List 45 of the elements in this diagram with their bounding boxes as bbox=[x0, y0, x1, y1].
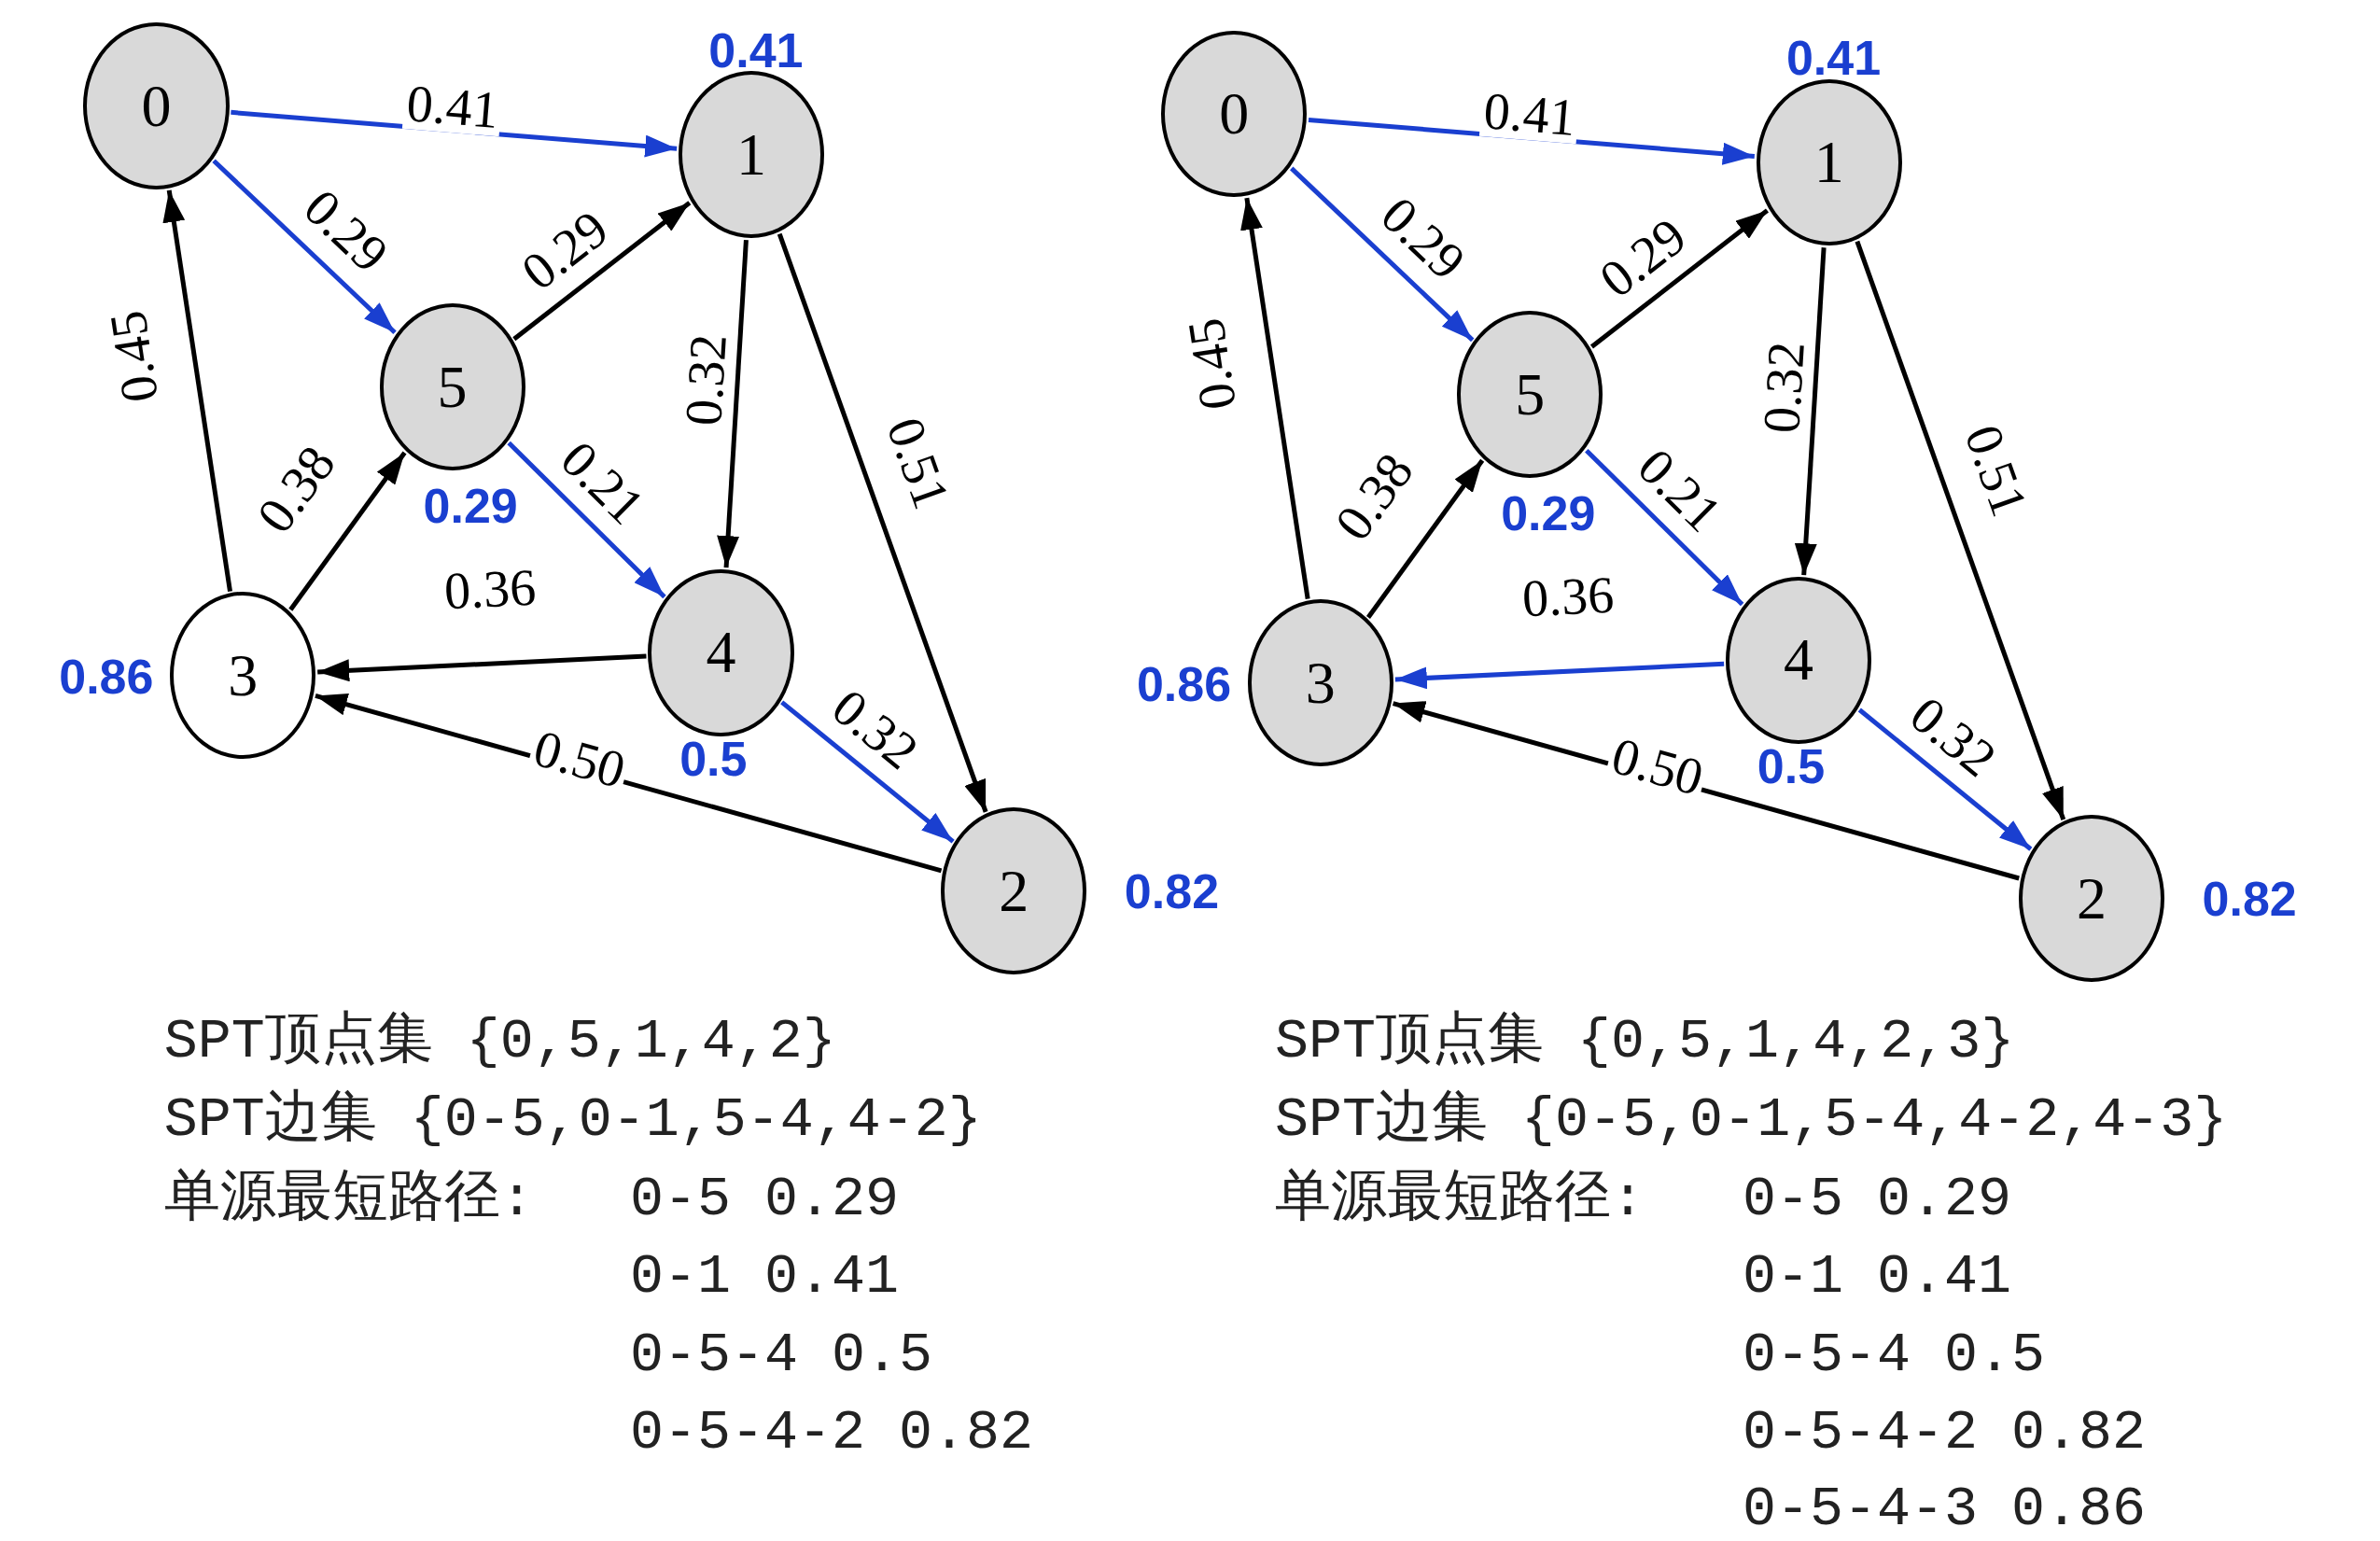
node-circle: 1 bbox=[678, 71, 825, 239]
arrow bbox=[507, 441, 666, 599]
arrow bbox=[1585, 448, 1744, 607]
arrow bbox=[1794, 247, 1827, 576]
result-text: 0-5-4-3 0.86 bbox=[1742, 1480, 2147, 1537]
arrow bbox=[288, 451, 407, 611]
result-text: 0-5-4-2 0.82 bbox=[629, 1405, 1033, 1462]
arrow bbox=[780, 700, 955, 844]
arrow bbox=[1240, 197, 1310, 600]
result-text: 0-1 0.41 bbox=[629, 1248, 899, 1305]
distance-label: 0.82 bbox=[1124, 862, 1220, 919]
result-text: 0-5-4-2 0.82 bbox=[1742, 1405, 2147, 1462]
result-text: 0-5 0.29 bbox=[1742, 1170, 2011, 1227]
arrow bbox=[162, 189, 232, 592]
result-text: 0-5 0.29 bbox=[629, 1170, 899, 1227]
node-circle: 3 bbox=[170, 592, 316, 760]
node-circle: 3 bbox=[1247, 599, 1393, 767]
arrow bbox=[1365, 458, 1485, 619]
node-circle: 0 bbox=[83, 22, 230, 190]
arrow bbox=[1857, 707, 2033, 851]
arrow bbox=[512, 201, 692, 342]
arrow bbox=[1394, 661, 1725, 690]
result-text: 0-5-4 0.5 bbox=[629, 1327, 932, 1384]
node-circle: 5 bbox=[1457, 311, 1603, 479]
distance-label: 0.86 bbox=[59, 649, 154, 706]
arrow bbox=[1290, 166, 1475, 343]
node-circle: 5 bbox=[379, 303, 525, 471]
result-text: 0-5-4 0.5 bbox=[1742, 1327, 2045, 1384]
result-text: 0-1 0.41 bbox=[1742, 1248, 2011, 1305]
distance-label: 0.86 bbox=[1136, 656, 1232, 713]
distance-label: 0.29 bbox=[1501, 484, 1596, 541]
node-circle: 0 bbox=[1161, 30, 1308, 198]
arrow bbox=[777, 232, 988, 813]
node-circle: 4 bbox=[1726, 577, 1872, 744]
arrow bbox=[317, 653, 647, 682]
node-circle: 2 bbox=[941, 807, 1087, 975]
node-circle: 1 bbox=[1756, 78, 1902, 246]
distance-label: 0.82 bbox=[2202, 870, 2297, 927]
arrow bbox=[1589, 208, 1769, 349]
arrow bbox=[212, 159, 397, 335]
arrow bbox=[1855, 240, 2066, 820]
distance-label: 0.29 bbox=[423, 477, 518, 534]
node-circle: 4 bbox=[648, 568, 794, 736]
arrow bbox=[717, 239, 749, 568]
node-circle: 2 bbox=[2018, 815, 2165, 983]
